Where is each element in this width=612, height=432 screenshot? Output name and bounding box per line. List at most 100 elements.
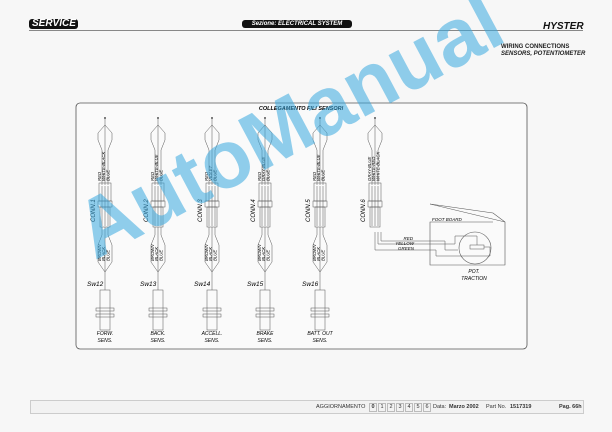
wire-color-label: BROWN [312,244,317,261]
switch-label: Sw13 [140,281,157,288]
proximity-sensor-icon [255,289,275,331]
wire-color-label: GRAY-BLUE [367,157,372,181]
wire-color-label: BLACK [101,246,106,261]
wire-color-label: BROWN [150,244,155,261]
proximity-sensor-icon [148,289,168,331]
aggiornamento-label: AGGIORNAMENTO [316,404,366,410]
connector-label: CONN.6 [361,199,367,222]
footboard-label: FOOT BOARD [432,217,463,222]
pot-label: TRACTION [461,276,487,282]
wire-color-label: RED [257,172,262,181]
wire-color-label: BLUE [158,170,163,181]
wire-color-label: WHITE-BLACK [101,151,106,181]
wire-color-label: BLUE [265,250,270,261]
terminal-dot [319,117,321,119]
sensor-label: SENS. [257,338,272,344]
revision-box: 0 [369,403,377,412]
potentiometer-icon [458,231,492,265]
revision-box: 6 [423,403,431,412]
wire-color-label: BLACK [208,246,213,261]
revision-box: 2 [387,403,395,412]
wire-color-label: RED [312,172,317,181]
page-title: WIRING CONNECTIONS [501,44,570,50]
service-badge: SERVICE [29,19,78,29]
pot-traction-assembly: FOOT BOARD RED YELLOW GREEN POT. TRACTIO… [374,203,506,282]
terminal-dot [264,117,266,119]
date-value: Marzo 2002 [449,404,479,410]
connector-label: CONN.2 [144,199,150,222]
terminal-dot [211,117,213,119]
sensor-label: SENS. [97,338,112,344]
wire-color-label: BROWN [257,244,262,261]
terminal-dot [157,117,159,119]
connector-label: CONN.3 [198,199,204,222]
sensor-label: SENS. [150,338,165,344]
connector-label: CONN.5 [306,199,312,222]
switch-label: Sw14 [194,281,211,288]
proximity-sensor-icon [310,289,330,331]
part-label: Part No. [486,404,507,410]
wire-color-label: GRAY-BLUE [261,157,266,181]
part-value: 1517319 [510,404,532,410]
section-badge: Sezione: ELECTRICAL SYSTEM [242,20,352,28]
sensor-label: BACK. [150,331,165,337]
switch-label: Sw15 [247,281,264,288]
sensor-label: SENS. [312,338,327,344]
wire-color-label: WHITE-BLUE [316,154,321,181]
terminal-dot [374,117,376,119]
diagram-title: COLLEGAMENTO FILI SENSORI [259,106,344,112]
wire-color-label: BLUE [212,250,217,261]
sensor-label: BATT. OUT [307,331,333,337]
wire-color-label: RED [204,172,209,181]
revision-box: 3 [396,403,404,412]
wire-color-label: WHITE-BLUE [154,154,159,181]
pot-label: POT. [468,269,479,275]
connector-label: CONN.1 [91,199,97,222]
wire-color-label: BLACK [316,246,321,261]
wire-color-label: BLUE [265,170,270,181]
terminal-dot [104,117,106,119]
sensor-label: BRAKE [257,331,275,337]
wire-color-label: BROWN [204,244,209,261]
sensor-label: FORW. [97,331,113,337]
brand-logo: HYSTER [543,21,584,32]
revision-box: 5 [414,403,422,412]
wire-color-label: BLUE [158,250,163,261]
wire-color-label: BLACK [154,246,159,261]
page-number: Pag. 66h [559,404,582,410]
pot-wire-label: RED [403,236,413,241]
wire-color-label: BLUE [320,250,325,261]
proximity-sensor-icon [95,289,115,331]
wire-color-label: WHITE-BLACK [375,151,380,181]
connector-label: CONN.4 [251,199,257,222]
wire-color-label: RED [150,172,155,181]
wire-color-label: WHITE-RED [371,157,376,181]
wire-color-label: BLUE [320,170,325,181]
wire-color-label: BROWN [97,244,102,261]
switch-label: Sw16 [302,281,319,288]
date-label: Data: [433,404,447,410]
wire-color-label: BLUE [105,250,110,261]
wire-color-label: BLACK [261,246,266,261]
wire-color-label: VIOLET [208,165,213,181]
page-subtitle: SENSORS, POTENTIOMETER [501,51,586,57]
proximity-sensor-icon [202,289,222,331]
sensor-label: ACCELL. [201,331,223,337]
pot-wire-label: YELLOW [395,241,415,246]
revision-box: 4 [405,403,413,412]
page-footer: AGGIORNAMENTO Data: Marzo 2002 Part No. … [30,400,584,414]
header-divider [29,30,583,31]
wire-color-label: BLUE [212,170,217,181]
pot-wire-label: GREEN [398,246,415,251]
diagram-frame [75,102,528,350]
wire-color-label: RED [97,172,102,181]
revision-box: 1 [378,403,386,412]
